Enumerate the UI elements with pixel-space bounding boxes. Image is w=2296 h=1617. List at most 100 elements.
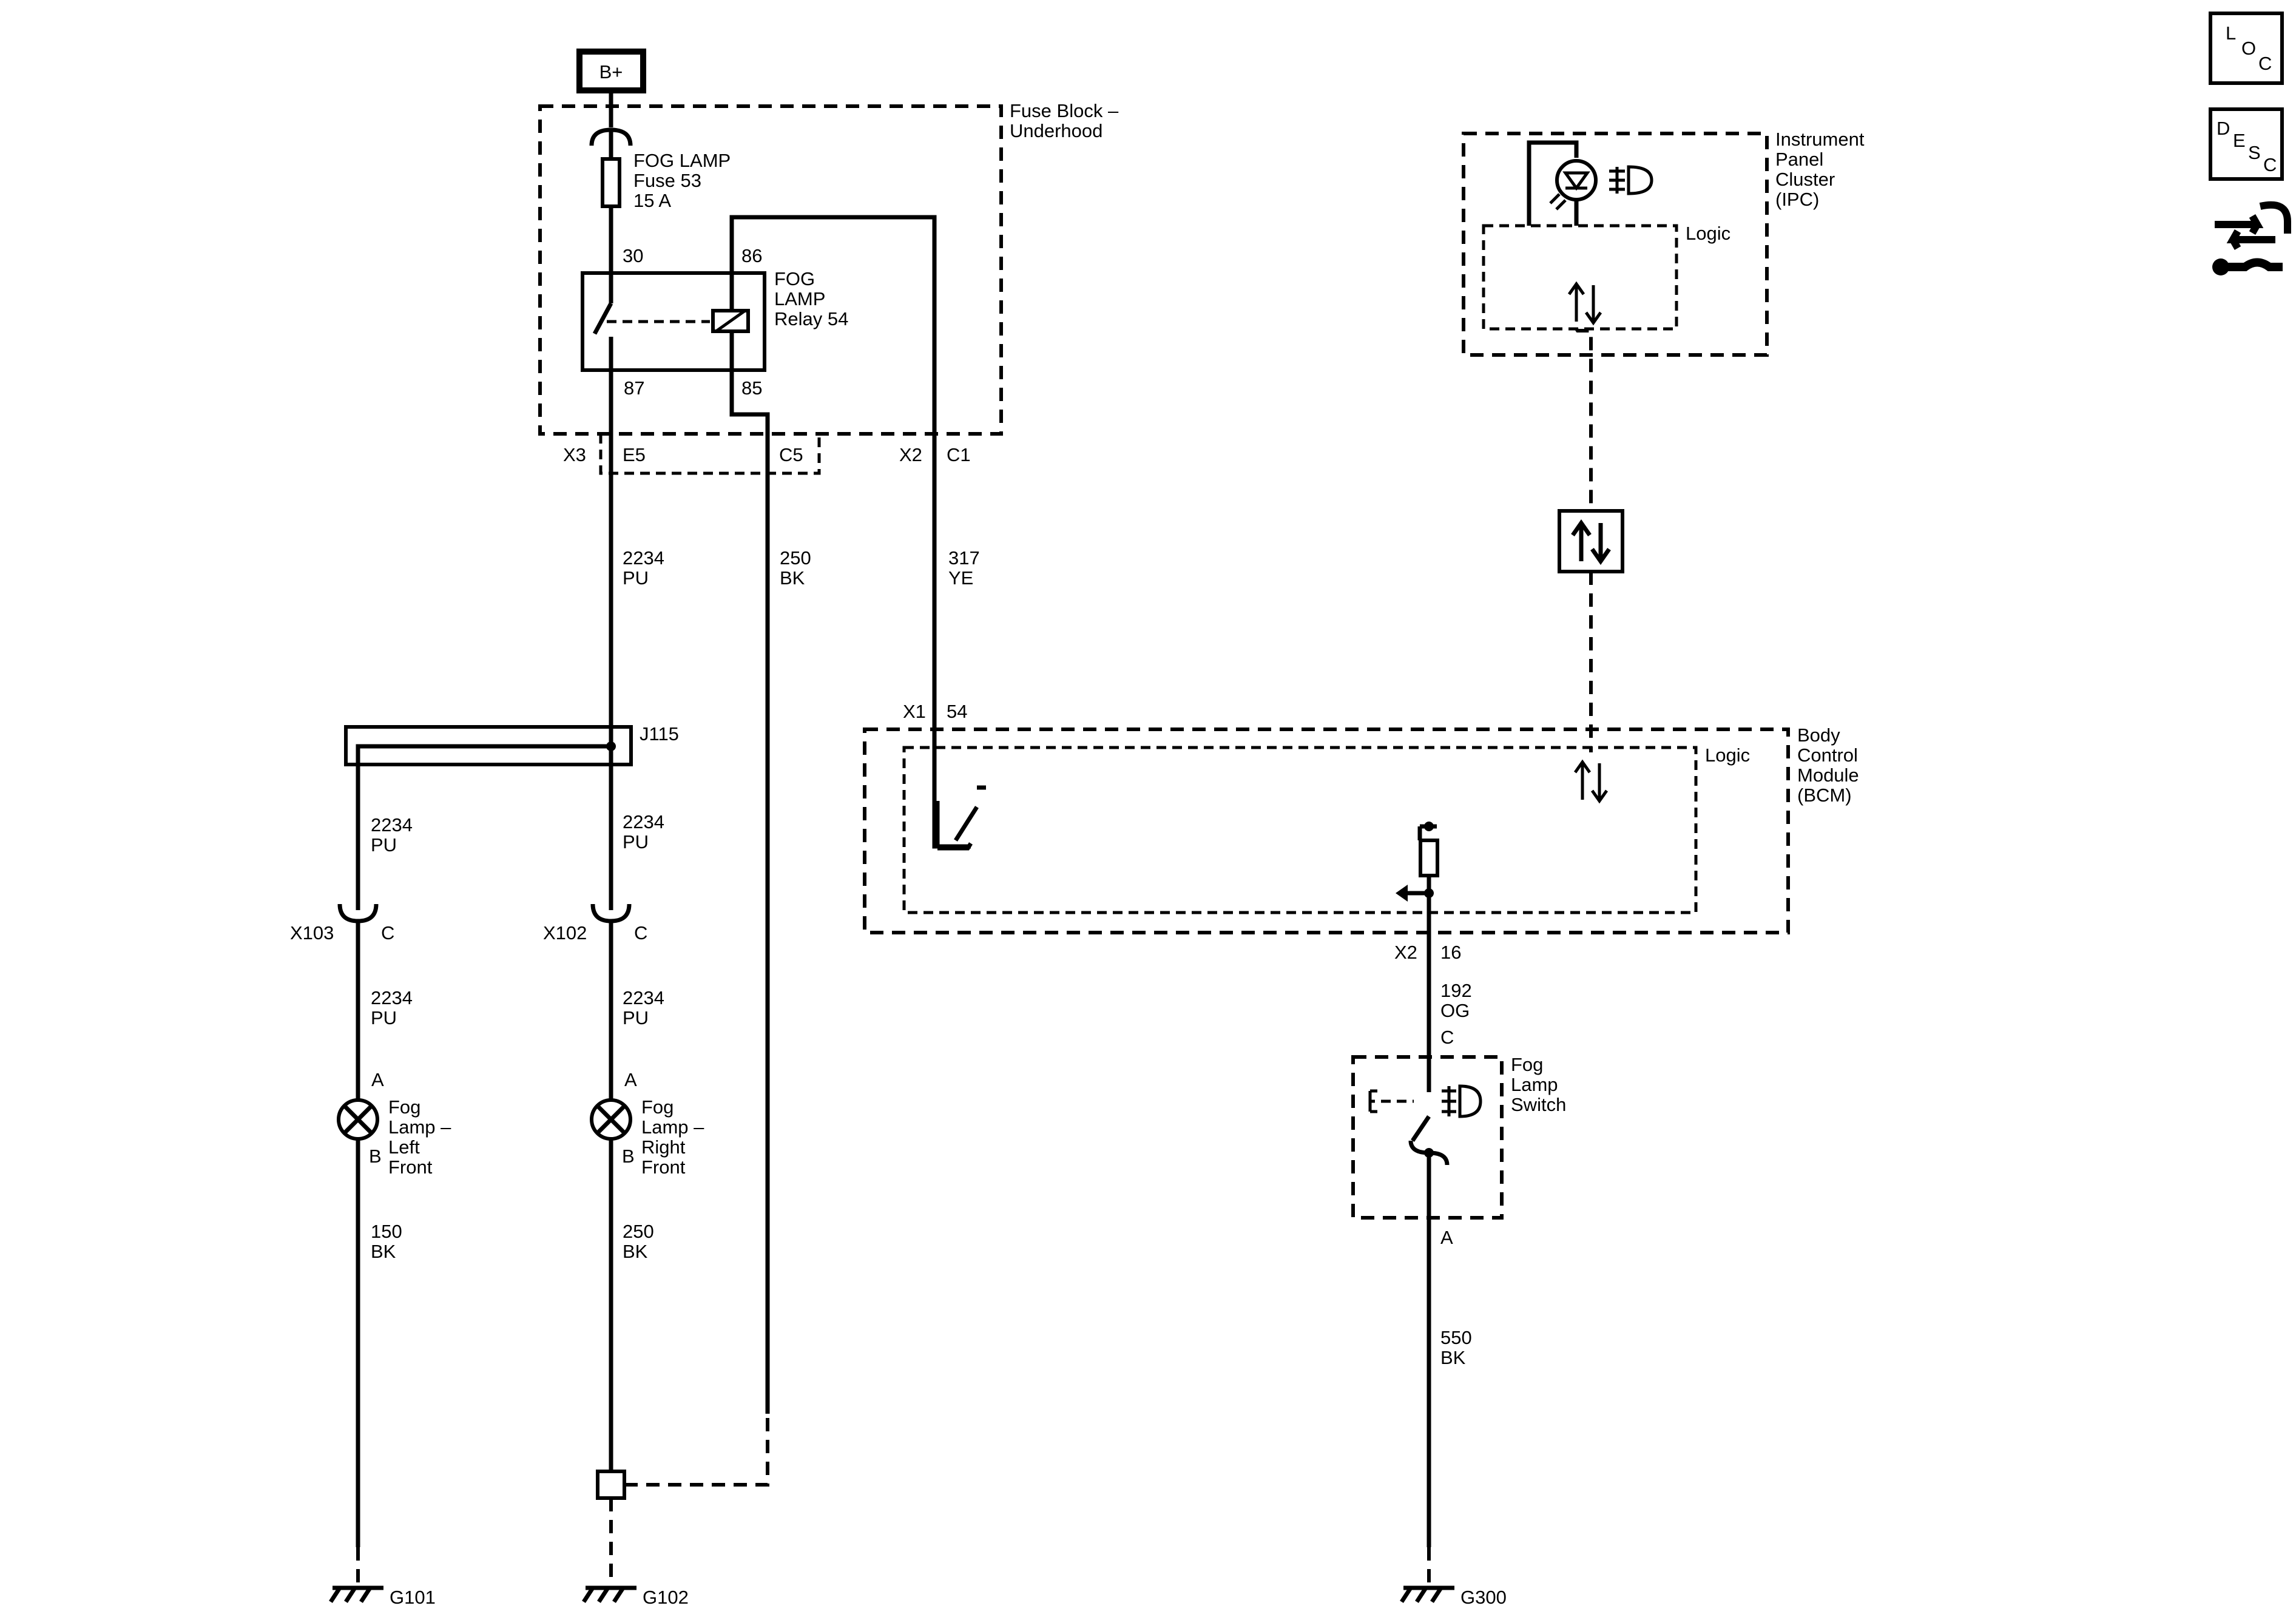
- svg-text:G101: G101: [390, 1587, 436, 1608]
- svg-text:J115: J115: [640, 723, 679, 744]
- body-control-module: [863, 727, 1790, 934]
- svg-text:FOG: FOG: [774, 268, 815, 289]
- svg-text:E5: E5: [623, 444, 646, 465]
- svg-text:250: 250: [780, 547, 811, 569]
- svg-text:PU: PU: [623, 1007, 649, 1028]
- svg-text:BK: BK: [780, 567, 805, 589]
- svg-text:X1: X1: [903, 701, 926, 722]
- svg-text:Lamp –: Lamp –: [641, 1116, 704, 1138]
- svg-text:150: 150: [371, 1221, 402, 1242]
- svg-text:Fog: Fog: [1511, 1054, 1543, 1075]
- svg-text:PU: PU: [371, 834, 397, 856]
- diagnostic-tool-icon[interactable]: [2212, 201, 2291, 275]
- loc-button[interactable]: L O C: [2209, 12, 2284, 85]
- svg-text:Panel: Panel: [1775, 149, 1823, 170]
- connector-x102: [590, 886, 632, 1068]
- ground-icon: [1400, 1585, 1454, 1603]
- svg-text:(IPC): (IPC): [1775, 189, 1819, 210]
- svg-text:YE: YE: [948, 567, 973, 589]
- svg-text:317: 317: [948, 547, 980, 569]
- svg-text:86: 86: [741, 245, 762, 266]
- svg-text:Control: Control: [1797, 744, 1858, 766]
- svg-text:BK: BK: [371, 1241, 396, 1262]
- svg-text:LAMP: LAMP: [774, 288, 825, 309]
- svg-text:Fuse 53: Fuse 53: [633, 170, 701, 191]
- svg-text:87: 87: [624, 377, 644, 399]
- svg-text:Fog: Fog: [388, 1096, 420, 1118]
- svg-text:Fuse Block –: Fuse Block –: [1010, 100, 1119, 121]
- svg-text:PU: PU: [371, 1007, 397, 1028]
- svg-text:OG: OG: [1440, 1000, 1470, 1021]
- svg-text:Fog: Fog: [641, 1096, 674, 1118]
- serial-data-icon: [1571, 519, 1611, 565]
- ground-g300: [1400, 1547, 1454, 1603]
- lamp-icon: [596, 1104, 626, 1135]
- pull-up-resistor-icon: [1419, 839, 1439, 877]
- svg-text:Logic: Logic: [1686, 223, 1730, 244]
- svg-text:16: 16: [1440, 942, 1461, 963]
- svg-text:Left: Left: [388, 1136, 420, 1158]
- svg-text:C: C: [381, 922, 394, 944]
- ground-icon: [329, 1585, 383, 1603]
- serial-data-link: [1558, 509, 1624, 573]
- svg-text:2234: 2234: [623, 811, 664, 832]
- ground-junction-g102: [596, 1414, 769, 1500]
- fog-lamp-switch: [1351, 1055, 1504, 1220]
- svg-text:X103: X103: [290, 922, 334, 944]
- ground-g101: [329, 1547, 383, 1603]
- svg-text:2234: 2234: [371, 987, 413, 1008]
- fog-lamp-left-front: [337, 1098, 379, 1141]
- svg-text:X3: X3: [563, 444, 586, 465]
- svg-text:Lamp –: Lamp –: [388, 1116, 451, 1138]
- svg-text:192: 192: [1440, 980, 1472, 1001]
- svg-text:A: A: [371, 1069, 384, 1090]
- svg-text:15 A: 15 A: [633, 190, 671, 211]
- svg-text:D: D: [2217, 118, 2230, 139]
- fog-lamp-relay: [581, 271, 766, 372]
- svg-text:Instrument: Instrument: [1775, 129, 1865, 150]
- svg-text:Relay 54: Relay 54: [774, 308, 848, 329]
- svg-text:C1: C1: [947, 444, 971, 465]
- svg-text:A: A: [624, 1069, 637, 1090]
- svg-text:250: 250: [623, 1221, 654, 1242]
- svg-text:Right: Right: [641, 1136, 686, 1158]
- svg-text:C: C: [634, 922, 647, 944]
- fog-lamp-symbol-icon: [1609, 165, 1653, 195]
- svg-text:B: B: [369, 1146, 382, 1167]
- svg-text:A: A: [1440, 1227, 1453, 1248]
- svg-text:C: C: [2258, 53, 2272, 74]
- svg-text:E: E: [2233, 130, 2246, 151]
- svg-text:C: C: [2263, 154, 2277, 175]
- indicator-led-icon: [1555, 159, 1598, 201]
- battery-positive-terminal: B+: [576, 49, 646, 93]
- svg-text:30: 30: [623, 245, 643, 266]
- fuse-block-underhood: Fuse Block – Underhood: [538, 100, 1119, 475]
- svg-text:O: O: [2241, 38, 2256, 59]
- svg-text:Switch: Switch: [1511, 1094, 1566, 1115]
- svg-text:54: 54: [947, 701, 967, 722]
- svg-text:Lamp: Lamp: [1511, 1074, 1558, 1095]
- svg-text:(BCM): (BCM): [1797, 785, 1852, 806]
- svg-text:Logic: Logic: [1705, 744, 1750, 766]
- desc-button[interactable]: D E S C: [2209, 107, 2284, 181]
- svg-text:Front: Front: [388, 1156, 433, 1178]
- fog-lamp-right-front: [590, 1098, 632, 1141]
- serial-data-icon: [1573, 759, 1609, 804]
- svg-text:Underhood: Underhood: [1010, 120, 1102, 141]
- svg-text:G300: G300: [1460, 1587, 1507, 1608]
- svg-text:X102: X102: [543, 922, 587, 944]
- svg-text:BK: BK: [623, 1241, 648, 1262]
- fuse-icon: [601, 157, 621, 208]
- svg-text:L: L: [2226, 22, 2236, 44]
- svg-text:B: B: [622, 1146, 635, 1167]
- lamp-icon: [343, 1104, 373, 1135]
- fog-lamp-symbol-icon: [1442, 1084, 1482, 1118]
- svg-text:C5: C5: [779, 444, 803, 465]
- svg-text:PU: PU: [623, 831, 649, 852]
- svg-text:Module: Module: [1797, 765, 1859, 786]
- svg-text:FOG LAMP: FOG LAMP: [633, 150, 731, 171]
- svg-text:2234: 2234: [371, 814, 413, 836]
- splice-pack-j115: [344, 725, 633, 766]
- svg-text:X2: X2: [1394, 942, 1417, 963]
